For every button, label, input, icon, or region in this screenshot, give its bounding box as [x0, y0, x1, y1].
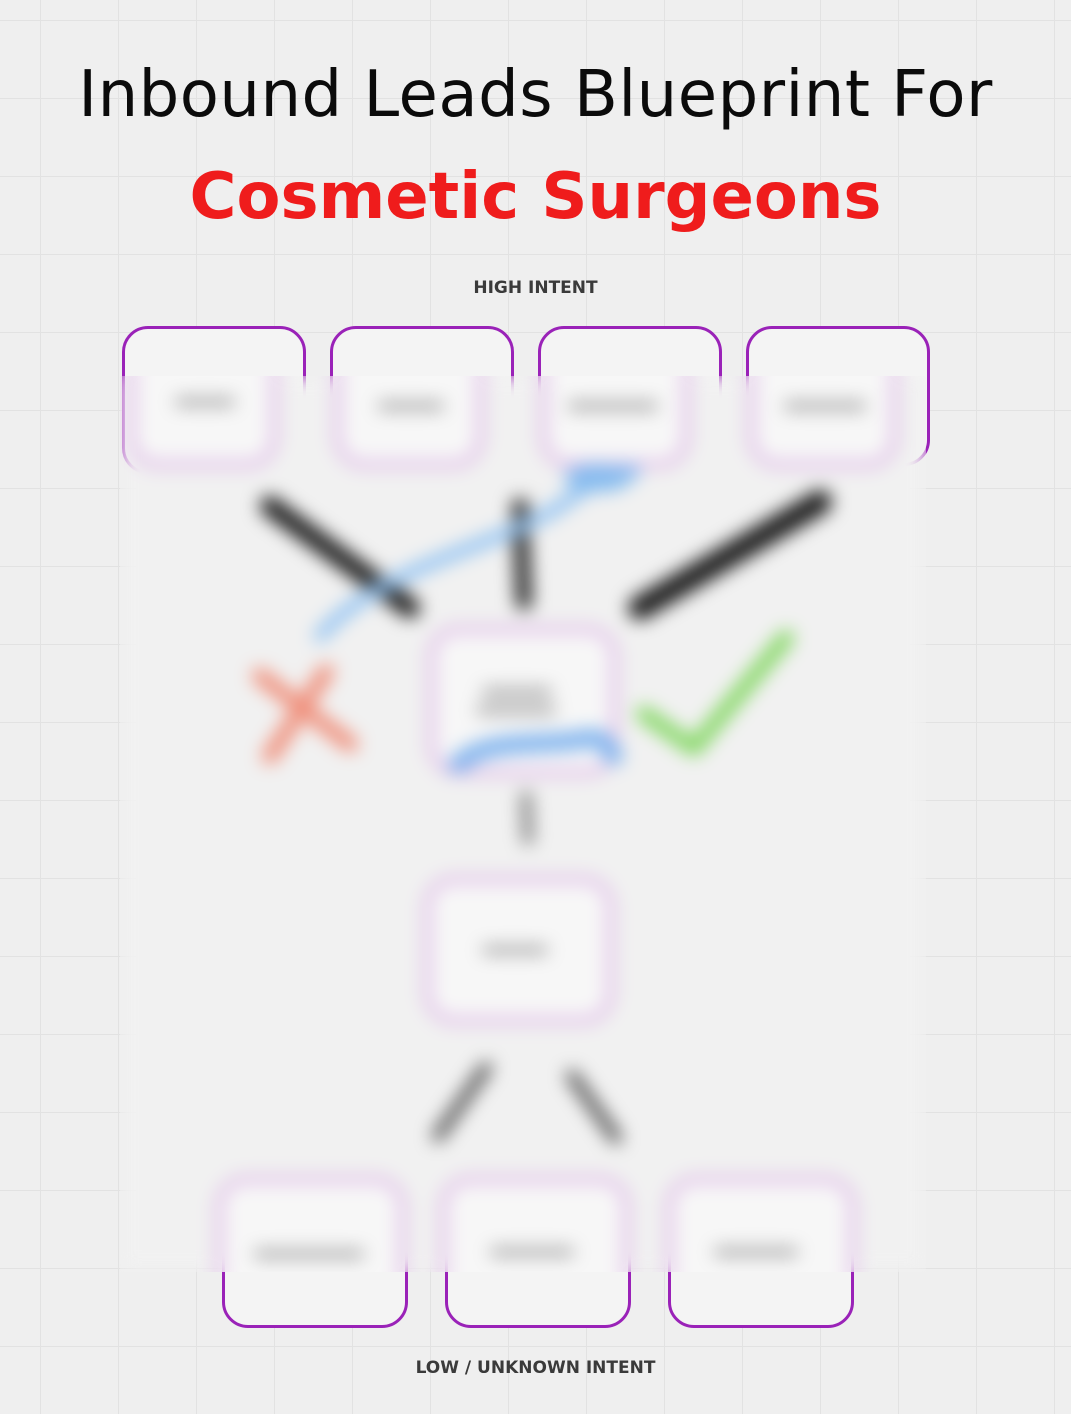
low-intent-label: LOW / UNKNOWN INTENT: [415, 1358, 656, 1378]
title-line-1: Inbound Leads Blueprint For: [78, 58, 993, 132]
title-line-2: Cosmetic Surgeons: [189, 160, 882, 234]
high-intent-label: HIGH INTENT: [473, 278, 598, 298]
blurred-diagram: [120, 376, 926, 1272]
